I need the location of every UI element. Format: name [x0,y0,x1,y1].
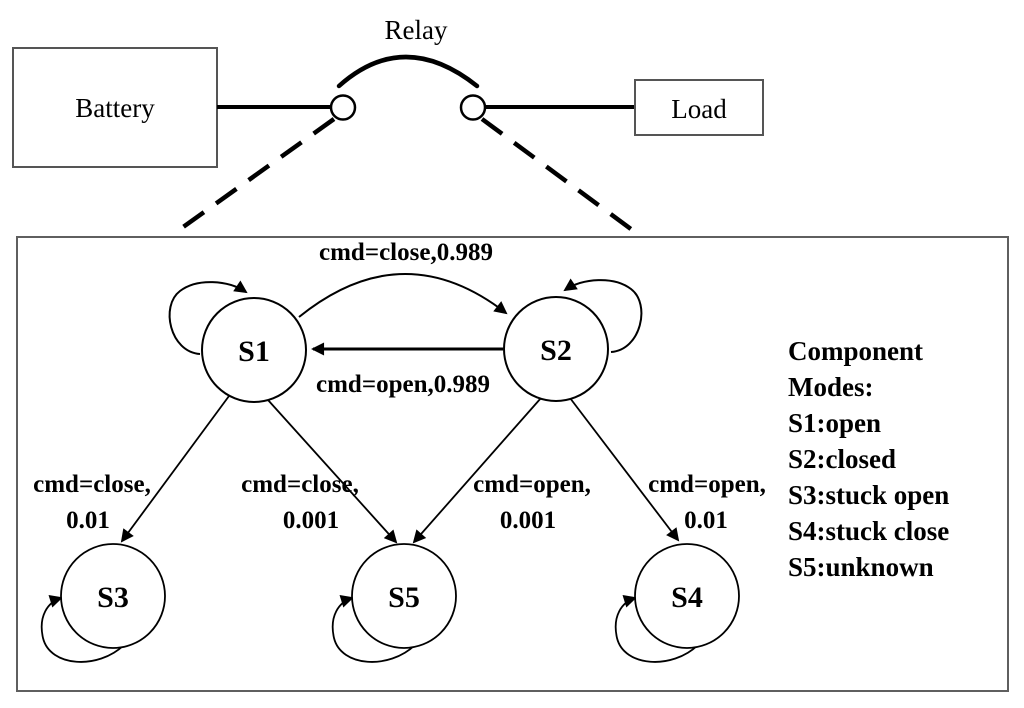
self-loop-s2 [563,278,643,353]
edge-s1-to-s2 [298,273,508,318]
legend-item-s5: S5:unknown [788,552,934,582]
edge-label-s1-to-s3-line1: cmd=close, [33,471,151,498]
edge-s2-to-s5 [412,397,542,544]
edge-label-s1-to-s5-line1: cmd=close, [241,471,359,498]
load-label: Load [671,94,727,124]
edge-label-s2-to-s5-line1: cmd=open, [473,471,591,498]
state-label-s4: S4 [671,581,703,614]
battery-label: Battery [75,93,155,123]
self-loop-s3 [40,595,125,663]
edge-label-s2-to-s4-line2: 0.01 [684,507,728,534]
legend-item-s4: S4:stuck close [788,516,949,546]
self-loop-s1 [168,280,248,355]
self-loop-s5 [331,595,416,663]
component-modes-legend: Component Modes: S1:open S2:closed S3:st… [788,336,949,582]
state-node-s2 [503,296,609,402]
state-node-s4 [634,543,740,649]
legend-title-line2: Modes: [788,372,873,402]
state-node-s5 [351,543,457,649]
state-label-s3: S3 [97,581,129,614]
relay-contact-left-circle [329,94,357,121]
edge-s2-to-s4 [569,397,680,542]
edge-label-s2-to-s4-line1: cmd=open, [648,471,766,498]
legend-title-line1: Component [788,336,923,366]
legend-item-s2: S2:closed [788,444,896,474]
legend-item-s3: S3:stuck open [788,480,949,510]
edge-s1-to-s3 [120,395,230,543]
self-loop-s4 [614,595,699,663]
edge-label-s2-to-s5-line2: 0.001 [500,507,556,534]
edge-label-s1-to-s3-line2: 0.01 [66,507,110,534]
state-node-s3 [60,543,166,649]
state-node-s1 [201,297,307,403]
relay-label: Relay [385,15,448,45]
edge-s1-to-s5 [267,399,398,544]
edge-label-s1-to-s5-line2: 0.001 [283,507,339,534]
relay-contact-right-circle [459,94,487,121]
legend-item-s1: S1:open [788,408,881,438]
state-label-s2: S2 [540,334,572,367]
battery-box [12,47,218,168]
callout-dashed-line-left [170,117,336,237]
state-label-s5: S5 [388,581,420,614]
load-box [634,79,764,136]
callout-dashed-line-right [480,117,641,237]
edge-label-s2-to-s1: cmd=open,0.989 [316,371,490,398]
edge-label-s1-to-s2: cmd=close,0.989 [319,239,493,266]
relay-switch-arc [336,54,480,89]
state-label-s1: S1 [238,335,270,368]
state-machine-panel [16,236,1009,692]
